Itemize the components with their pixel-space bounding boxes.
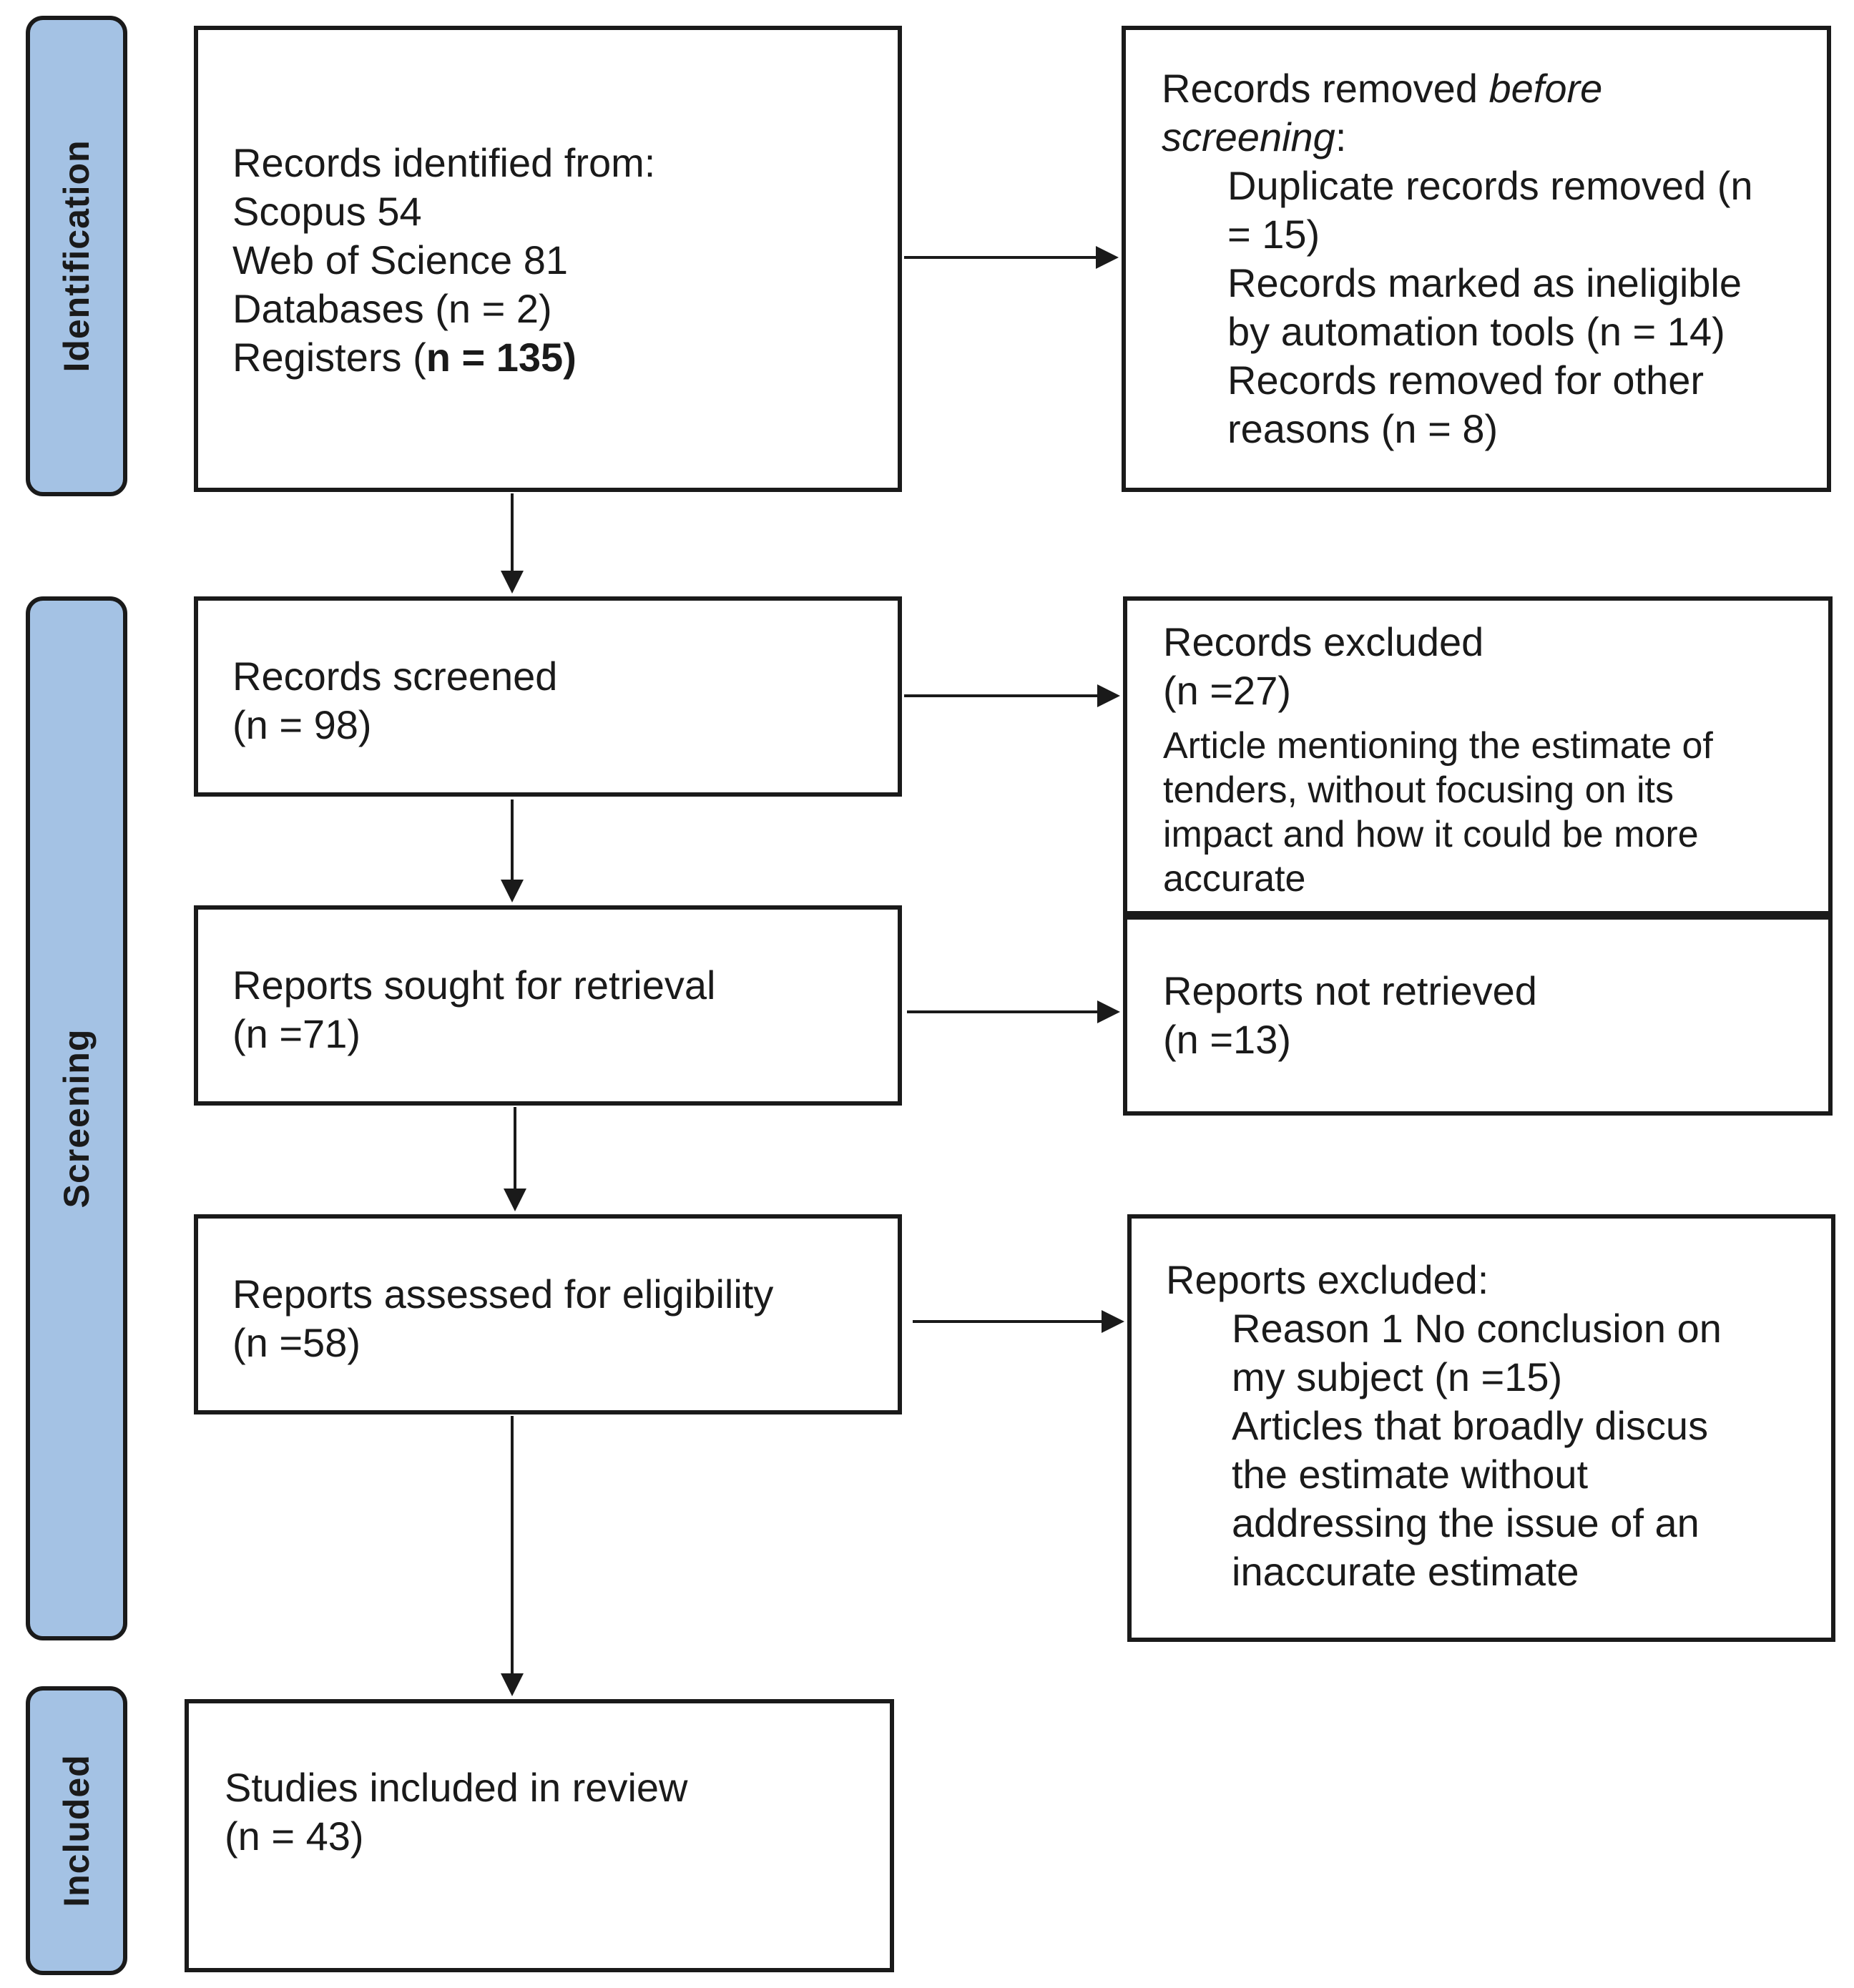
registers-count: n = 135) xyxy=(426,335,577,380)
duplicates-removed-line2: = 15) xyxy=(1227,212,1320,257)
records-removed-box: Records removed before screening: Duplic… xyxy=(1122,26,1831,492)
reports-excluded-text: Reports excluded: Reason 1 No conclusion… xyxy=(1166,1256,1722,1596)
studies-included-count: (n = 43) xyxy=(225,1814,364,1859)
records-screened-box: Records screened (n = 98) xyxy=(194,596,902,797)
records-removed-heading: Records removed before xyxy=(1162,64,1753,113)
reports-sought-box: Reports sought for retrieval (n =71) xyxy=(194,905,902,1106)
excluded-reason-line1: Article mentioning the estimate of xyxy=(1163,725,1713,767)
studies-included-label: Studies included in review xyxy=(225,1765,688,1810)
source-web-of-science: Web of Science 81 xyxy=(232,237,569,282)
reports-excluded-heading: Reports excluded: xyxy=(1166,1257,1489,1302)
ineligible-line2: by automation tools (n = 14) xyxy=(1227,309,1725,354)
records-excluded-reason: Article mentioning the estimate of tende… xyxy=(1163,724,1713,901)
reports-sought-text: Reports sought for retrieval (n =71) xyxy=(232,961,715,1058)
reason1-line2: my subject (n =15) xyxy=(1232,1354,1563,1399)
source-registers: Registers (n = 135) xyxy=(232,333,655,382)
reason2-line2: the estimate without xyxy=(1232,1452,1589,1497)
phase-screening: Screening xyxy=(26,596,127,1640)
records-screened-count: (n = 98) xyxy=(232,702,372,747)
reports-not-retrieved-text: Reports not retrieved (n =13) xyxy=(1163,967,1537,1064)
reason2-line4: inaccurate estimate xyxy=(1232,1549,1579,1594)
records-excluded-text: Records excluded (n =27) xyxy=(1163,618,1483,715)
ineligible-line1: Records marked as ineligible xyxy=(1227,260,1742,305)
reports-sought-label: Reports sought for retrieval xyxy=(232,963,716,1008)
records-screened-label: Records screened xyxy=(232,654,558,699)
records-excluded-label: Records excluded xyxy=(1163,619,1484,664)
source-scopus: Scopus 54 xyxy=(232,189,422,234)
records-identified-text: Records identified from: Scopus 54 Web o… xyxy=(232,139,655,382)
removed-heading-italic: before xyxy=(1488,66,1603,111)
reports-assessed-label: Reports assessed for eligibility xyxy=(232,1271,774,1317)
reports-not-retrieved-label: Reports not retrieved xyxy=(1163,968,1537,1013)
removed-heading-prefix: Records removed xyxy=(1162,66,1489,111)
records-removed-text: Records removed before screening: Duplic… xyxy=(1162,64,1753,453)
excluded-reason-line3: impact and how it could be more xyxy=(1163,814,1699,855)
excluded-reason-line2: tenders, without focusing on its xyxy=(1163,769,1674,811)
reports-assessed-box: Reports assessed for eligibility (n =58) xyxy=(194,1214,902,1414)
reports-sought-count: (n =71) xyxy=(232,1011,360,1056)
reports-assessed-count: (n =58) xyxy=(232,1320,360,1365)
phase-included: Included xyxy=(26,1686,127,1975)
duplicates-removed-line1: Duplicate records removed (n xyxy=(1227,163,1753,208)
records-excluded-box: Records excluded (n =27) Article mention… xyxy=(1123,596,1833,915)
studies-included-text: Studies included in review (n = 43) xyxy=(225,1763,687,1861)
other-reasons-line1: Records removed for other xyxy=(1227,358,1705,403)
excluded-reason-line4: accurate xyxy=(1163,858,1306,900)
records-identified-heading: Records identified from: xyxy=(232,140,656,185)
studies-included-box: Studies included in review (n = 43) xyxy=(185,1699,894,1972)
reason1-line1: Reason 1 No conclusion on xyxy=(1232,1306,1722,1351)
records-removed-heading-line2: screening: xyxy=(1162,113,1753,162)
registers-label: Registers ( xyxy=(232,335,426,380)
source-databases: Databases (n = 2) xyxy=(232,286,552,331)
records-excluded-count: (n =27) xyxy=(1163,668,1291,713)
reason2-line3: addressing the issue of an xyxy=(1232,1500,1700,1545)
removed-heading-colon: : xyxy=(1335,114,1347,159)
reports-assessed-text: Reports assessed for eligibility (n =58) xyxy=(232,1270,773,1367)
other-reasons-line2: reasons (n = 8) xyxy=(1227,406,1499,451)
reports-not-retrieved-box: Reports not retrieved (n =13) xyxy=(1123,915,1833,1116)
reports-excluded-box: Reports excluded: Reason 1 No conclusion… xyxy=(1127,1214,1835,1642)
reason2-line1: Articles that broadly discus xyxy=(1232,1403,1709,1448)
reports-not-retrieved-count: (n =13) xyxy=(1163,1017,1291,1062)
records-screened-text: Records screened (n = 98) xyxy=(232,652,557,749)
phase-identification: Identification xyxy=(26,16,127,496)
removed-heading-italic2: screening xyxy=(1162,114,1335,159)
records-identified-box: Records identified from: Scopus 54 Web o… xyxy=(194,26,902,492)
